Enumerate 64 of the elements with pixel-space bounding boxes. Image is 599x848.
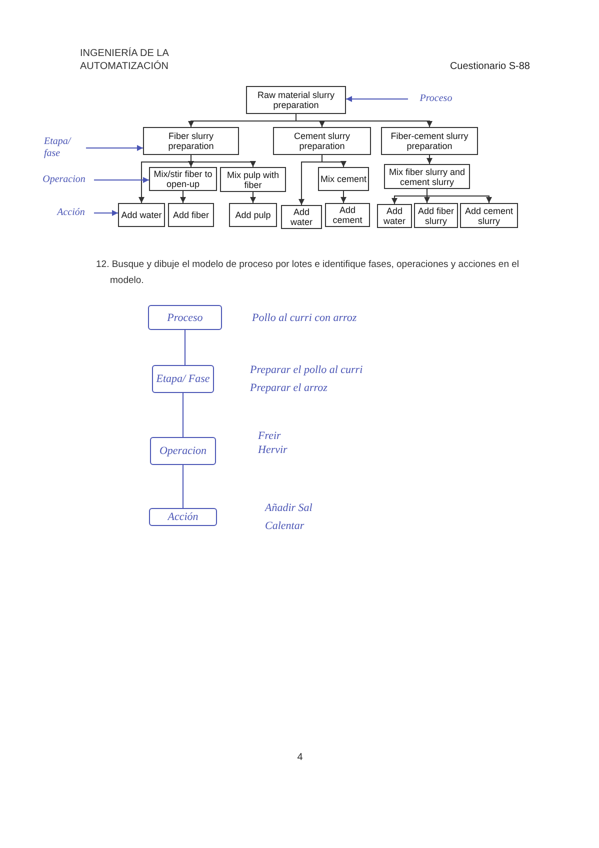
- handwritten-label: Acción: [57, 207, 85, 219]
- process-box: [220, 167, 286, 192]
- handwritten-label: Proceso: [420, 93, 452, 105]
- process-box: [318, 167, 369, 191]
- box-label: Fiber slurry preparation: [167, 131, 215, 151]
- hand-drawn-box: [149, 508, 217, 526]
- handwritten-label: Operacion: [159, 445, 207, 457]
- process-box: [246, 86, 346, 114]
- box-label: Add water: [289, 207, 314, 227]
- process-box: [143, 127, 239, 155]
- handwritten-label: Etapa/ Fase: [156, 373, 210, 385]
- hand-drawn-line: [94, 177, 150, 183]
- process-box: [149, 167, 217, 191]
- box-label: Fiber-cement slurry preparation: [390, 131, 470, 151]
- box-label: Mix pulp with fiber: [226, 170, 280, 190]
- hand-drawn-line: [184, 330, 186, 366]
- process-box: [273, 127, 371, 155]
- handwritten-label: Acción: [168, 511, 198, 523]
- hand-drawn-line: [182, 464, 184, 508]
- handwritten-label: Operacion: [42, 174, 86, 186]
- handwritten-label: Proceso: [167, 312, 203, 324]
- header-title: INGENIERÍA DE LA AUTOMATIZACIÓN: [80, 47, 170, 73]
- process-box: [325, 203, 370, 227]
- hand-drawn-line: [94, 210, 118, 216]
- box-label: Add fiber: [172, 210, 210, 220]
- box-label: Cement slurry preparation: [292, 131, 351, 151]
- handwritten-note: Freir: [258, 429, 281, 444]
- hand-drawn-line: [346, 96, 408, 102]
- box-label: Raw material slurry preparation: [256, 90, 336, 110]
- process-box: [381, 127, 478, 155]
- box-label: Add water: [121, 210, 162, 220]
- process-box: [118, 203, 165, 227]
- process-box: [229, 203, 277, 227]
- process-box: [168, 203, 214, 227]
- box-label: Mix fiber slurry and cement slurry: [388, 166, 466, 186]
- handwritten-label: Etapa/ fase: [44, 136, 72, 160]
- arrow: [250, 192, 256, 204]
- hand-drawn-box: [148, 305, 222, 330]
- handwritten-note: Preparar el arroz: [250, 381, 328, 396]
- process-box: [281, 205, 322, 229]
- hand-drawn-line: [182, 392, 184, 438]
- arrow: [340, 190, 346, 204]
- hand-drawn-box: [152, 365, 214, 393]
- handwritten-note: Añadir Sal: [265, 501, 312, 516]
- box-label: Mix cement: [320, 174, 366, 184]
- box-label: Add water: [382, 206, 406, 226]
- handwritten-note: Preparar el pollo al curri: [250, 363, 363, 378]
- arrow: [322, 154, 346, 168]
- page-number: 4: [296, 751, 304, 765]
- header-subtitle: Cuestionario S-88: [448, 60, 530, 74]
- process-box: [377, 204, 412, 228]
- question-text: 12. Busque y dibuje el modelo de proceso por lotes e identifique fases, operaciones y acciones en el modelo.: [96, 258, 520, 288]
- arrow: [426, 154, 432, 164]
- handwritten-note: Calentar: [265, 519, 304, 534]
- box-label: Add cement slurry: [464, 206, 514, 226]
- box-label: Add fiber slurry: [416, 206, 456, 226]
- handwritten-note: Hervir: [258, 443, 288, 458]
- box-label: Add cement: [332, 205, 364, 225]
- box-label: Add pulp: [235, 210, 271, 220]
- handwritten-note: Pollo al curri con arroz: [252, 311, 357, 326]
- hand-drawn-box: [150, 437, 216, 465]
- box-label: Mix/stir fiber to open-up: [152, 169, 214, 189]
- arrow: [180, 190, 186, 204]
- hand-drawn-line: [86, 145, 144, 151]
